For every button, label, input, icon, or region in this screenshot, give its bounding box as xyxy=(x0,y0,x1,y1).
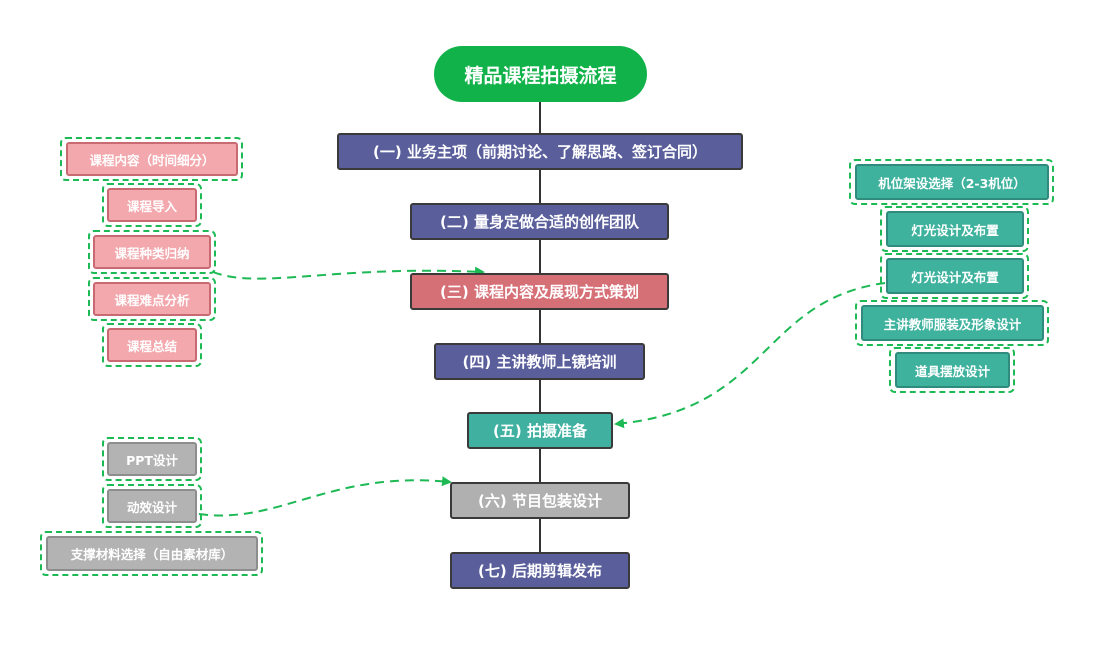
package-item-3: 支撑材料选择（自由素材库） xyxy=(46,536,258,571)
course-item-frame-5 xyxy=(102,323,202,367)
course-item-2: 课程导入 xyxy=(107,188,197,222)
diagram-title: 精品课程拍摄流程 xyxy=(434,46,647,102)
step-4: (四) 主讲教师上镜培训 xyxy=(434,343,645,380)
prep-item-frame-2 xyxy=(880,206,1029,252)
connector-prep-to-step5 xyxy=(614,282,886,429)
prep-item-2: 灯光设计及布置 xyxy=(886,211,1024,247)
course-item-frame-1 xyxy=(60,137,243,181)
package-item-2: 动效设计 xyxy=(107,489,197,523)
connector-package-to-step6 xyxy=(198,476,452,517)
package-item-1: PPT设计 xyxy=(107,442,197,476)
course-item-3: 课程种类归纳 xyxy=(93,235,211,269)
step-2: (二) 量身定做合适的创作团队 xyxy=(410,203,669,240)
step-7: (七) 后期剪辑发布 xyxy=(450,552,630,589)
prep-item-frame-4 xyxy=(855,300,1049,346)
course-item-frame-4 xyxy=(88,277,216,321)
prep-item-3: 灯光设计及布置 xyxy=(886,258,1024,294)
course-item-4: 课程难点分析 xyxy=(93,282,211,316)
course-item-1: 课程内容（时间细分） xyxy=(66,142,238,176)
package-item-frame-1 xyxy=(102,437,202,481)
prep-item-frame-3 xyxy=(880,253,1029,299)
package-item-frame-2 xyxy=(102,484,202,528)
course-item-frame-3 xyxy=(88,230,216,274)
prep-item-frame-1 xyxy=(849,159,1054,205)
step-1: (一) 业务主项（前期讨论、了解思路、签订合同） xyxy=(337,133,743,170)
package-item-frame-3 xyxy=(40,531,263,576)
prep-item-frame-5 xyxy=(889,347,1015,393)
step-5: (五) 拍摄准备 xyxy=(467,412,613,449)
prep-item-4: 主讲教师服装及形象设计 xyxy=(861,305,1044,341)
step-6: (六) 节目包装设计 xyxy=(450,482,630,519)
connector-course-to-step3 xyxy=(212,266,485,280)
prep-item-5: 道具摆放设计 xyxy=(895,352,1010,388)
step-3: (三) 课程内容及展现方式策划 xyxy=(410,273,669,310)
course-item-frame-2 xyxy=(102,183,202,227)
course-item-5: 课程总结 xyxy=(107,328,197,362)
prep-item-1: 机位架设选择（2-3机位） xyxy=(855,164,1049,200)
